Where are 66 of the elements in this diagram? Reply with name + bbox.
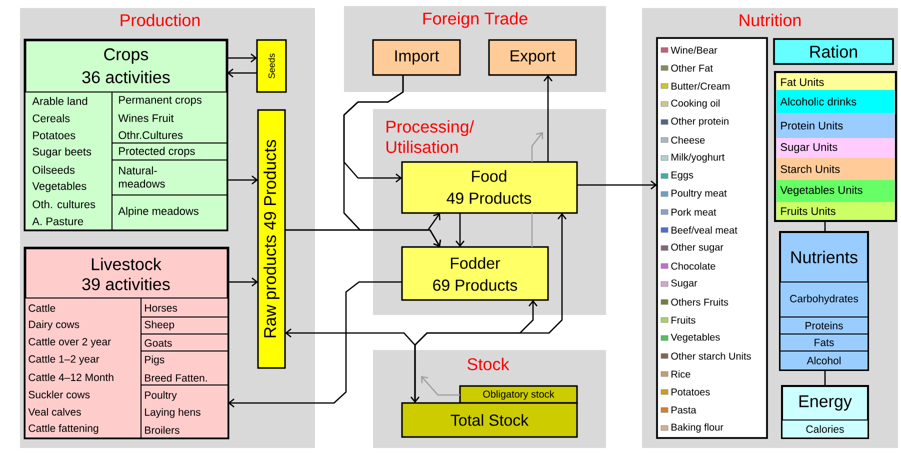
legend-item: Sugar [660, 279, 698, 289]
legend-item: Pasta [660, 406, 696, 414]
legend-item: Other protein [660, 117, 728, 127]
table-cell: Cattle Dairy cows Cattle over 2 year Cattle 1–2 year Cattle 4–12 Month Suckler cows Veal calves Cattle fattening [24, 298, 142, 438]
table-cell: Proteins [780, 316, 869, 334]
process-box: Food 49 Products [401, 161, 578, 214]
connector-line [824, 221, 826, 232]
arrow [577, 180, 658, 190]
legend-item: Butter/Cream [660, 82, 730, 90]
header-box: Ration [773, 38, 894, 65]
unit-row: Fruits Units [776, 202, 894, 220]
table-cell: Alcohol [780, 350, 869, 370]
legend-item: Wine/Bear [660, 46, 718, 54]
arrow [456, 213, 465, 247]
legend-item: Eggs [660, 172, 694, 180]
table-cell: Horses [140, 298, 228, 318]
unit-row: Starch Units [776, 158, 894, 180]
unit-row: Fat Units [776, 74, 894, 90]
legend-item: Other Fat [660, 64, 713, 72]
legend-item: Fruits [660, 316, 696, 324]
arrow [228, 281, 402, 408]
product-bar: Raw products 49 Products [257, 109, 286, 369]
legend-item: Baking flour [660, 423, 724, 433]
arrow [414, 213, 567, 403]
table-cell: Sheep [140, 316, 228, 334]
arrow [285, 328, 420, 403]
arrow [285, 229, 442, 247]
legend-item: Milk/yoghurt [660, 153, 725, 163]
legend-item: Poultry meat [660, 189, 727, 199]
unit-row: Sugar Units [776, 138, 894, 158]
table-cell: Poultry Laying hens Broilers [140, 384, 228, 438]
stock-bar: Obligatory stock [459, 385, 578, 404]
arrow [228, 278, 258, 286]
table-cell: Fats [780, 334, 869, 352]
connector-line [531, 213, 533, 247]
table-cell: Alpine meadows [112, 194, 228, 230]
trade-box: Import [372, 39, 461, 76]
table-cell: Pigs Breed Fatten. [140, 350, 228, 386]
unit-row: Alcoholic drinks [776, 90, 894, 113]
legend-item: Other sugar [660, 243, 724, 253]
legend-item: Pork meat [660, 208, 716, 216]
legend-item: Rice [660, 370, 690, 378]
legend-item: Other starch Units [660, 352, 751, 360]
process-box: Fodder 69 Products [401, 246, 549, 301]
legend-item: Others Fruits [660, 298, 728, 306]
list-box [656, 37, 768, 439]
unit-row: Vegetables Units [776, 180, 894, 202]
arrow [227, 54, 257, 62]
arrow [227, 176, 258, 185]
table-cell: Goats [140, 334, 228, 352]
legend-item: Vegetables [660, 333, 720, 343]
arrow [531, 132, 544, 162]
arrow [227, 68, 257, 78]
connector-line [824, 370, 826, 386]
arrow [544, 75, 553, 162]
unit-row: Protein Units [776, 113, 894, 138]
arrow [421, 376, 460, 396]
legend-item: Beef/veal meat [660, 226, 738, 234]
legend-item: Cooking oil [660, 99, 720, 109]
legend-item: Cheese [660, 136, 705, 144]
table-cell: Calories [782, 420, 869, 438]
trade-box: Export [488, 39, 577, 76]
legend-item: Chocolate [660, 262, 716, 270]
table-cell: Protected crops [112, 142, 228, 160]
legend-item: Potatoes [660, 388, 710, 396]
product-bar: Seeds [256, 39, 287, 93]
